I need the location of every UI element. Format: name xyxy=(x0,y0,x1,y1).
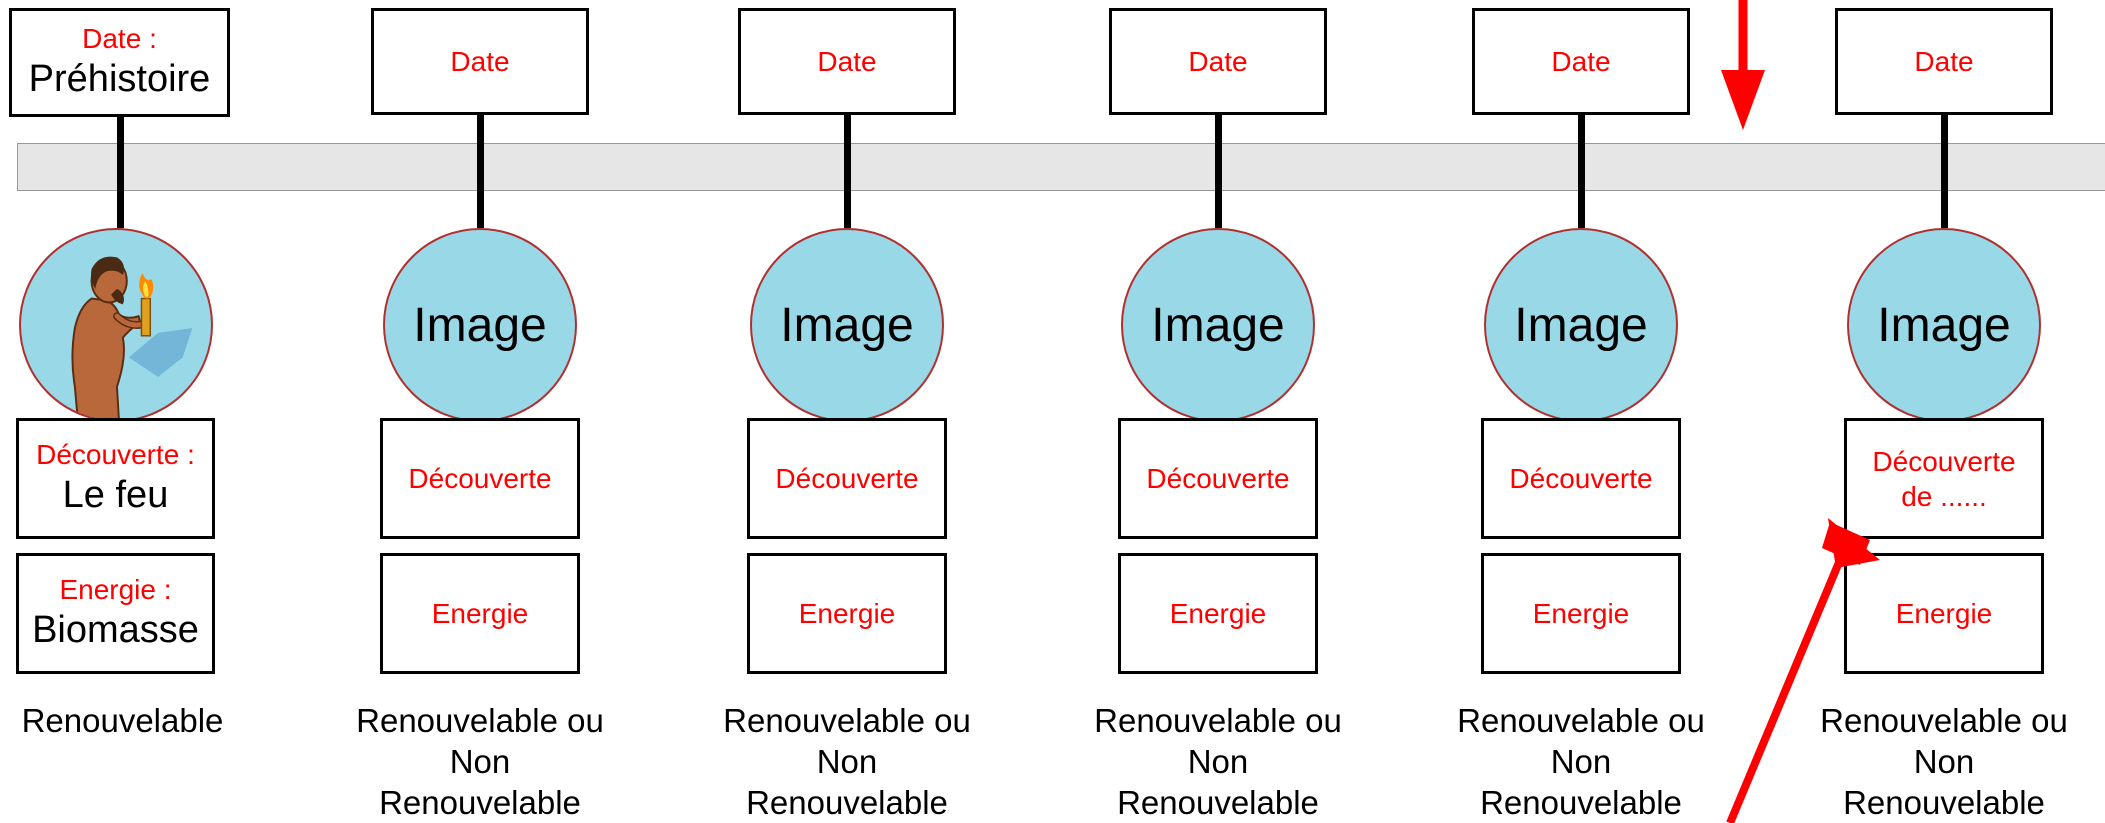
energy-box-3: Energie xyxy=(747,553,947,674)
footer-line: Renouvelable ou xyxy=(1094,702,1342,739)
connector-1 xyxy=(117,116,124,228)
image-placeholder: Image xyxy=(1514,298,1648,352)
footer-line: Renouvelable ou xyxy=(356,702,604,739)
date-label: Date xyxy=(1551,46,1611,77)
discovery-box-1: Découverte : Le feu xyxy=(16,418,215,539)
date-box-6: Date xyxy=(1835,8,2053,115)
date-label: Date xyxy=(817,46,877,77)
footer-line: Non xyxy=(816,743,878,780)
energy-box-2: Energie xyxy=(380,553,580,674)
footer-line: Renouvelable xyxy=(379,784,581,821)
energy-label: Energie xyxy=(1169,598,1267,629)
image-placeholder: Image xyxy=(1877,298,2011,352)
footer-line: Renouvelable xyxy=(1843,784,2045,821)
discovery-label: Découverte xyxy=(408,463,552,494)
footer-line: Renouvelable xyxy=(746,784,948,821)
image-circle-6: Image xyxy=(1847,228,2041,422)
footer-line: Non xyxy=(1550,743,1612,780)
discovery-value: Le feu xyxy=(62,474,169,517)
image-placeholder: Image xyxy=(1151,298,1285,352)
date-value: Préhistoire xyxy=(28,58,211,101)
image-circle-2: Image xyxy=(383,228,577,422)
date-box-4: Date xyxy=(1109,8,1327,115)
date-label: Date xyxy=(1914,46,1974,77)
discovery-label: Découverte xyxy=(1146,463,1290,494)
image-circle-1 xyxy=(19,228,213,422)
energy-label: Energie xyxy=(431,598,529,629)
energy-box-1: Energie : Biomasse xyxy=(16,553,215,674)
diagonal-arrow-icon xyxy=(1726,518,1880,823)
date-box-3: Date xyxy=(738,8,956,115)
image-circle-3: Image xyxy=(750,228,944,422)
caveman-with-torch-icon xyxy=(71,256,193,420)
image-placeholder: Image xyxy=(780,298,914,352)
energy-label: Energie xyxy=(1895,598,1993,629)
footer-line: Renouvelable ou xyxy=(723,702,971,739)
date-label: Date : xyxy=(82,23,157,55)
discovery-label: Découverte xyxy=(1509,463,1653,494)
discovery-label: de ...... xyxy=(1901,480,1987,512)
energy-box-6: Energie xyxy=(1844,553,2044,674)
footer-line: Non xyxy=(1913,743,1975,780)
discovery-label: Découverte xyxy=(1872,445,2016,477)
discovery-box-3: Découverte xyxy=(747,418,947,539)
footer-line: Renouvelable xyxy=(1480,784,1682,821)
image-circle-4: Image xyxy=(1121,228,1315,422)
timeline-bar xyxy=(17,143,2105,191)
energy-box-5: Energie xyxy=(1481,553,1681,674)
connector-2 xyxy=(477,114,484,228)
discovery-box-5: Découverte xyxy=(1481,418,1681,539)
footer-1: Renouvelable xyxy=(21,702,224,739)
discovery-box-4: Découverte xyxy=(1118,418,1318,539)
down-arrow-icon xyxy=(1721,0,1765,130)
footer-line: Renouvelable ou xyxy=(1820,702,2068,739)
connector-5 xyxy=(1578,114,1585,228)
connector-6 xyxy=(1941,114,1948,228)
image-circle-5: Image xyxy=(1484,228,1678,422)
date-label: Date xyxy=(1188,46,1248,77)
connector-4 xyxy=(1215,114,1222,228)
discovery-label: Découverte : xyxy=(36,439,195,471)
energy-label: Energie xyxy=(798,598,896,629)
footer-line: Non xyxy=(1187,743,1249,780)
date-label: Date xyxy=(450,46,510,77)
energy-label: Energie : xyxy=(59,574,172,606)
energy-box-4: Energie xyxy=(1118,553,1318,674)
footer-line: Non xyxy=(449,743,511,780)
discovery-label: Découverte xyxy=(775,463,919,494)
discovery-box-2: Découverte xyxy=(380,418,580,539)
image-placeholder: Image xyxy=(413,298,547,352)
footer-line: Renouvelable ou xyxy=(1457,702,1705,739)
footer-line: Renouvelable xyxy=(1117,784,1319,821)
date-box-1: Date : Préhistoire xyxy=(9,8,230,117)
energy-label: Energie xyxy=(1532,598,1630,629)
date-box-5: Date xyxy=(1472,8,1690,115)
connector-3 xyxy=(844,114,851,228)
date-box-2: Date xyxy=(371,8,589,115)
energy-value: Biomasse xyxy=(32,609,199,652)
